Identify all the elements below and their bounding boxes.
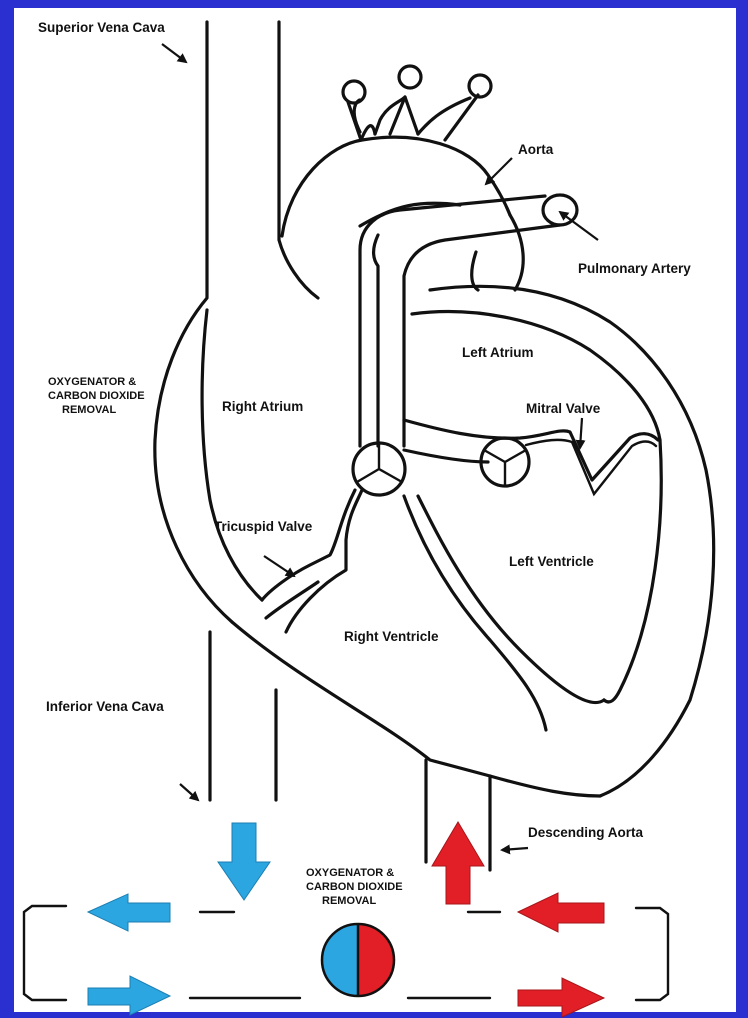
label-oxygenator-left: OXYGENATOR & CARBON DIOXIDE REMOVAL: [48, 376, 145, 416]
oxygenator-bottom-line-1: OXYGENATOR &: [306, 867, 394, 879]
label-left-ventricle: Left Ventricle: [509, 554, 594, 569]
superior-vena-cava-right-wall: [279, 22, 318, 298]
label-inferior-vena-cava: Inferior Vena Cava: [46, 699, 164, 714]
tricuspid-upper-line: [262, 490, 355, 600]
label-aorta: Aorta: [518, 142, 554, 157]
red-up-arrow: [432, 822, 484, 904]
oxygenator-circle: [322, 924, 394, 996]
label-pulmonary-artery: Pulmonary Artery: [578, 261, 691, 276]
right-atrium-inner-wall: [202, 310, 262, 600]
carotid-opening: [399, 66, 421, 88]
inferior-vena-cava-pointer: [180, 784, 198, 800]
red-left-arrow: [518, 893, 604, 932]
label-descending-aorta: Descending Aorta: [528, 825, 644, 840]
superior-vena-cava-pointer: [162, 44, 186, 62]
aorta-pointer: [486, 158, 512, 184]
circuit-right-bracket: [636, 908, 668, 1000]
label-right-ventricle: Right Ventricle: [344, 629, 439, 644]
subclavian-opening: [469, 75, 491, 97]
label-right-atrium: Right Atrium: [222, 399, 303, 414]
aorta-root-curve: [472, 252, 478, 290]
aorta-root-right: [510, 215, 523, 290]
circuit-left-bracket: [24, 906, 66, 1000]
label-superior-vena-cava: Superior Vena Cava: [38, 20, 165, 35]
left-atrium-roof: [430, 286, 714, 796]
pulmonary-trunk-mid: [374, 235, 379, 446]
oxygenator-red-half: [358, 924, 394, 996]
label-tricuspid-valve: Tricuspid Valve: [214, 519, 313, 534]
blue-down-arrow: [218, 823, 270, 900]
right-ventricle-inner: [286, 490, 362, 632]
interventricular-septum: [418, 496, 604, 703]
oxygenator-left-line-2: CARBON DIOXIDE: [48, 390, 145, 402]
oxygenator-blue-half: [322, 924, 358, 996]
blue-left-arrow: [88, 894, 170, 931]
oxygenator-bottom-line-3: REMOVAL: [322, 895, 376, 907]
mitral-leaflet: [526, 440, 656, 494]
blue-right-arrow: [88, 976, 170, 1015]
label-oxygenator-bottom: OXYGENATOR & CARBON DIOXIDE REMOVAL: [306, 867, 403, 907]
oxygenator-bottom-line-2: CARBON DIOXIDE: [306, 881, 403, 893]
mitral-upper-line: [404, 420, 658, 480]
red-right-arrow: [518, 978, 604, 1017]
oxygenator-left-line-3: REMOVAL: [62, 404, 116, 416]
mitral-valve-pointer: [580, 418, 582, 448]
label-mitral-valve: Mitral Valve: [526, 401, 601, 416]
descending-aorta-pointer: [502, 848, 528, 850]
heart-bottom-outline: [232, 622, 600, 796]
pulmonary-artery-pointer: [560, 212, 598, 240]
aortic-arch-outer: [282, 137, 510, 236]
tricuspid-valve-pointer: [264, 556, 294, 576]
oxygenator-left-line-1: OXYGENATOR &: [48, 376, 136, 388]
mitral-lower-line: [404, 450, 488, 462]
arch-top-line: [375, 97, 405, 134]
septum-inner: [404, 496, 546, 730]
label-left-atrium: Left Atrium: [462, 345, 534, 360]
brachiocephalic-opening: [343, 81, 365, 103]
left-ventricle-wall: [604, 440, 661, 702]
